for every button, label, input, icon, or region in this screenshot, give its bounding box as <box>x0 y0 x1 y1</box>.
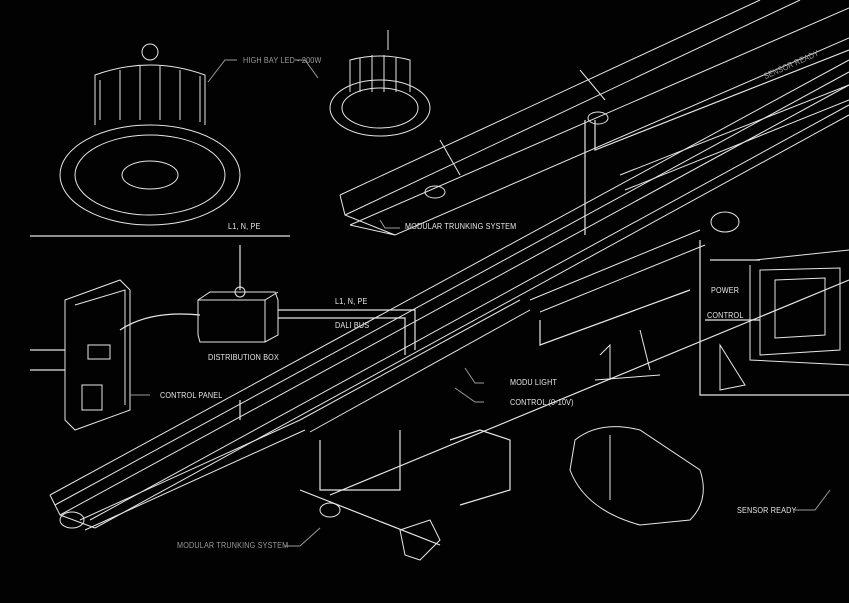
floodlight-drawing <box>719 249 849 391</box>
high-bay-led-large <box>59 43 241 226</box>
high-bay-led-small <box>329 30 431 137</box>
main-trunking-rail <box>49 59 849 529</box>
label-distribution-box: DISTRIBUTION BOX <box>208 352 279 362</box>
leader-lines <box>130 59 831 547</box>
upper-trunking <box>339 0 849 236</box>
distribution-box-drawing <box>197 286 279 343</box>
control-panel-drawing <box>64 279 131 431</box>
label-sensor-ready-bottom: SENSOR READY <box>737 505 797 515</box>
label-modular-trunking-bottom: MODULAR TRUNKING SYSTEM <box>177 540 289 550</box>
label-high-bay-led: HIGH BAY LED - 200W <box>243 55 322 65</box>
led-strip-lights <box>79 84 849 531</box>
wiring <box>30 49 849 546</box>
label-dali-bus: DALI BUS <box>335 320 370 330</box>
label-control-panel: CONTROL PANEL <box>160 390 223 400</box>
sensors <box>59 111 740 529</box>
spot-light-drawing <box>399 329 704 561</box>
label-l1-n-pe-top: L1, N, PE <box>228 221 261 231</box>
label-modu-light: MODU LIGHT <box>510 377 558 387</box>
label-modular-trunking-top: MODULAR TRUNKING SYSTEM <box>405 221 517 231</box>
label-power: POWER <box>711 285 740 295</box>
label-control: CONTROL <box>707 310 744 320</box>
label-control-0-10v: CONTROL (0-10V) <box>510 397 574 407</box>
label-l1-n-pe-mid: L1, N, PE <box>335 296 368 306</box>
